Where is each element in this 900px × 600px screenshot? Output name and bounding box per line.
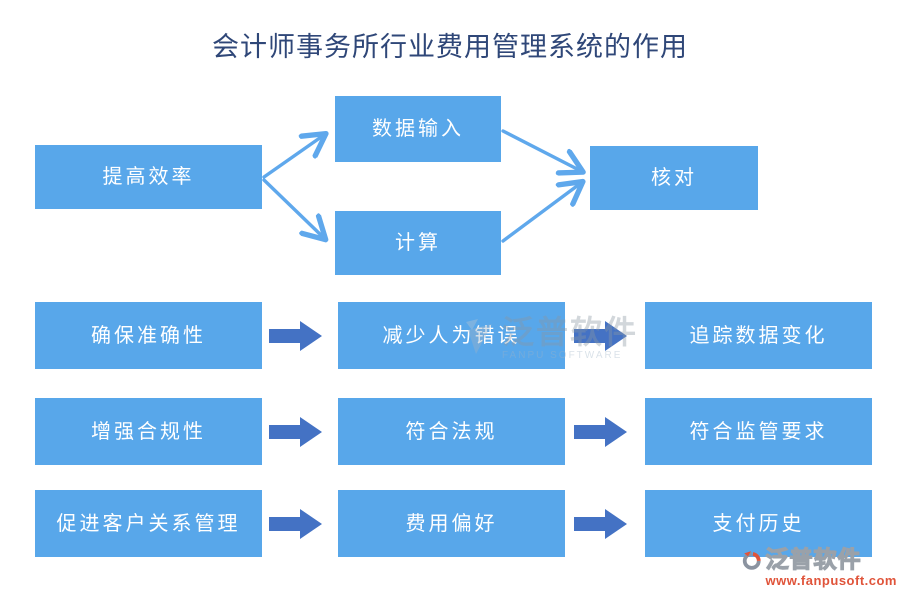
- row3-box1-label: 促进客户关系管理: [56, 512, 241, 535]
- row2-box2-label: 符合法规: [405, 420, 498, 443]
- row1-box2-label: 减少人为错误: [382, 324, 521, 347]
- row1-box1: 确保准确性: [35, 302, 262, 369]
- row2-box3-label: 符合监管要求: [689, 420, 828, 443]
- row3-box2-label: 费用偏好: [405, 512, 498, 535]
- page-title: 会计师事务所行业费用管理系统的作用: [212, 32, 688, 62]
- vendor-logo-icon: [742, 551, 761, 570]
- flow-box-calc: 计算: [335, 211, 501, 275]
- row3-box2: 费用偏好: [338, 490, 565, 557]
- row1-arrow2-icon: [574, 321, 627, 351]
- flow-box-calc-label: 计算: [395, 232, 441, 254]
- flow-box-source-label: 提高效率: [102, 166, 195, 188]
- row2-arrow1-icon: [269, 417, 322, 447]
- vendor-url-text: www.fanpusoft.com: [765, 573, 897, 589]
- flow-box-data-input: 数据输入: [335, 96, 501, 162]
- flow-box-source: 提高效率: [35, 145, 262, 209]
- row2-box3: 符合监管要求: [645, 398, 872, 465]
- flow-box-check: 核对: [590, 146, 758, 210]
- row3-box3: 支付历史: [645, 490, 872, 557]
- row3-arrow2-icon: [574, 509, 627, 539]
- row2-box1-label: 增强合规性: [91, 420, 206, 443]
- vendor-logo: 泛普软件 www.fanpusoft.com: [742, 546, 897, 589]
- row3-box3-label: 支付历史: [712, 512, 805, 535]
- row1-box3: 追踪数据变化: [645, 302, 872, 369]
- row1-box3-label: 追踪数据变化: [689, 324, 828, 347]
- flow-box-data-input-label: 数据输入: [372, 118, 464, 140]
- row1-box1-label: 确保准确性: [91, 324, 206, 347]
- row2-box2: 符合法规: [338, 398, 565, 465]
- row3-box1: 促进客户关系管理: [35, 490, 262, 557]
- vendor-brand-text: 泛普软件: [765, 546, 862, 572]
- row3-arrow1-icon: [269, 509, 322, 539]
- row2-box1: 增强合规性: [35, 398, 262, 465]
- row1-arrow1-icon: [269, 321, 322, 351]
- flow-box-check-label: 核对: [651, 167, 697, 189]
- row2-arrow2-icon: [574, 417, 627, 447]
- row1-box2: 减少人为错误: [338, 302, 565, 369]
